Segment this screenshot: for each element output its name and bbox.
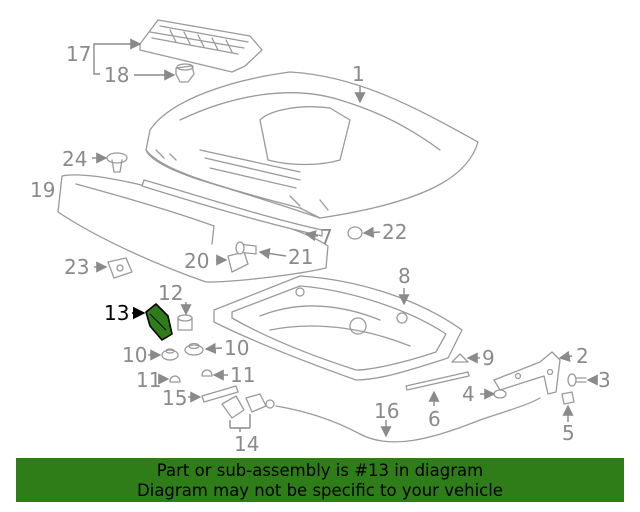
callouts: 17 18 1 24 19 7 22 23 20 21 8 12 13 10 1… xyxy=(30,42,611,456)
part-10-bumper-b xyxy=(184,342,204,356)
part-3-bolt xyxy=(567,373,587,387)
part-11-plug-a xyxy=(169,375,181,383)
part-24-clip xyxy=(106,152,128,173)
callout-15: 15 xyxy=(162,386,187,410)
banner-line-2: Diagram may not be specific to your vehi… xyxy=(137,481,503,500)
callout-6: 6 xyxy=(428,407,441,431)
part-13-bracket xyxy=(145,303,173,341)
part-18-clip xyxy=(175,63,195,83)
callout-5: 5 xyxy=(562,421,575,445)
callout-21: 21 xyxy=(288,245,313,269)
callout-19: 19 xyxy=(30,178,55,202)
callout-3: 3 xyxy=(598,368,611,392)
callout-23: 23 xyxy=(64,255,89,279)
callout-9: 9 xyxy=(482,346,495,370)
callout-16: 16 xyxy=(374,399,399,423)
callout-10-left: 10 xyxy=(122,343,147,367)
banner-line-1: Part or sub-assembly is #13 in diagram xyxy=(156,461,484,480)
hood-parts-diagram: 17 18 1 24 19 7 22 23 20 21 8 12 13 10 1… xyxy=(30,19,611,456)
callout-18: 18 xyxy=(104,63,129,87)
part-14-latch xyxy=(221,393,275,419)
part-15-handle xyxy=(201,385,239,403)
callout-4: 4 xyxy=(462,382,475,406)
callout-11-left: 11 xyxy=(136,368,161,392)
callout-22: 22 xyxy=(382,220,407,244)
callout-12: 12 xyxy=(158,281,183,305)
part-6-prop-rod xyxy=(405,371,470,391)
part-11-plug-b xyxy=(201,369,213,377)
callout-2: 2 xyxy=(576,344,589,368)
part-7-seal xyxy=(141,179,323,237)
part-21-bolt xyxy=(235,241,257,255)
part-5-bolt xyxy=(561,391,575,405)
callout-17: 17 xyxy=(66,42,91,66)
part-1-hood xyxy=(145,71,479,219)
part-16-release-cable xyxy=(275,389,541,443)
part-22-bumper xyxy=(347,226,363,240)
callout-14: 14 xyxy=(234,432,259,456)
callout-20: 20 xyxy=(184,249,209,273)
callout-7: 7 xyxy=(320,225,333,249)
callout-13: 13 xyxy=(104,301,129,325)
callout-10-right: 10 xyxy=(224,336,249,360)
part-17-hood-scoop-grille xyxy=(139,19,263,73)
part-2-hinge xyxy=(493,351,561,395)
info-banner: Part or sub-assembly is #13 in diagram D… xyxy=(16,458,624,502)
leader-lines xyxy=(92,38,598,438)
part-12-bumper xyxy=(177,314,193,331)
callout-1: 1 xyxy=(352,62,365,86)
part-10-bumper-a xyxy=(161,348,179,361)
part-23-nut xyxy=(107,257,133,279)
callout-24: 24 xyxy=(62,147,87,171)
callout-8: 8 xyxy=(398,264,411,288)
part-9-clip xyxy=(451,353,469,363)
callout-11-right: 11 xyxy=(230,363,255,387)
